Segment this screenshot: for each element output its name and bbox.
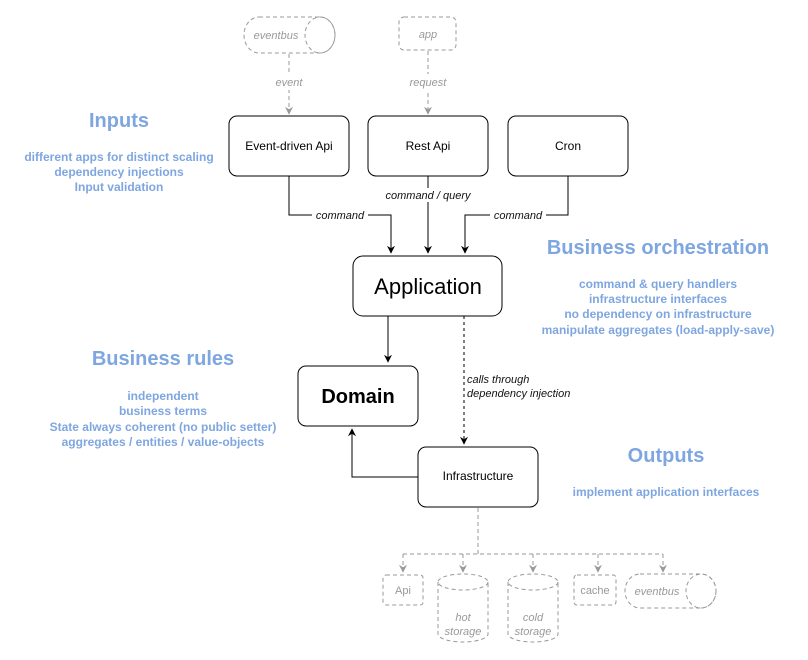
rest-api-node: Rest Api — [367, 115, 489, 177]
business-orchestration-section: Business orchestration command & query h… — [542, 237, 775, 337]
hot-storage-label-2: storage — [445, 626, 482, 638]
eventbus-out-label: eventbus — [635, 586, 680, 598]
business-orchestration-line-3: no dependency on infrastructure — [564, 307, 752, 321]
api-out-node: Api — [382, 574, 424, 606]
api-out-label: Api — [395, 585, 411, 597]
inputs-line-1: different apps for distinct scaling — [24, 150, 213, 164]
command-query-label: command / query — [386, 190, 472, 202]
event-edge-label: event — [276, 77, 304, 89]
rest-api-label: Rest Api — [406, 139, 451, 153]
business-orchestration-title: Business orchestration — [547, 237, 769, 259]
outputs-section: Outputs implement application interfaces — [573, 445, 760, 499]
outputs-line-1: implement application interfaces — [573, 485, 760, 499]
dependency-injection-label: dependency injection — [467, 388, 570, 400]
inputs-line-2: dependency injections — [54, 165, 184, 179]
event-label-bg — [268, 74, 310, 90]
cron-label: Cron — [555, 139, 581, 153]
hot-storage-label-1: hot — [455, 612, 471, 624]
command-query-label-bg — [380, 188, 476, 202]
command-right-label-bg — [490, 208, 546, 222]
eventbus-source: eventbus — [243, 16, 336, 54]
business-orchestration-line-4: manipulate aggregates (load-apply-save) — [542, 323, 775, 337]
event-driven-api-node: Event-driven Api — [228, 115, 350, 177]
command-right-label: command — [494, 210, 543, 222]
inputs-line-3: Input validation — [75, 180, 164, 194]
app-source: app — [398, 16, 457, 51]
cron-node: Cron — [507, 115, 629, 177]
application-label: Application — [374, 274, 482, 299]
command-left-label: command — [316, 210, 365, 222]
business-orchestration-line-2: infrastructure interfaces — [589, 292, 727, 306]
app-source-label: app — [419, 29, 437, 41]
inputs-section: Inputs different apps for distinct scali… — [24, 110, 213, 194]
cold-storage-label-1: cold — [523, 612, 544, 624]
app-source-shape — [398, 16, 457, 51]
domain-node: Domain — [297, 365, 419, 427]
cold-storage-node: cold storage — [507, 573, 559, 643]
command-left-label-bg — [312, 208, 368, 222]
business-rules-line-3: State always coherent (no public setter) — [50, 420, 277, 434]
eventbus-out-node: eventbus — [624, 573, 717, 609]
business-rules-title: Business rules — [92, 348, 234, 370]
business-rules-line-4: aggregates / entities / value-objects — [62, 435, 265, 449]
infrastructure-domain-edge — [348, 428, 418, 478]
inputs-title: Inputs — [89, 110, 149, 132]
business-rules-line-1: independent — [127, 389, 198, 403]
application-node: Application — [352, 255, 503, 317]
eventbus-source-cap — [304, 16, 336, 54]
event-driven-api-label: Event-driven Api — [245, 139, 332, 153]
cold-storage-label-2: storage — [515, 626, 552, 638]
domain-label: Domain — [321, 386, 394, 408]
eventbus-source-label: eventbus — [254, 30, 299, 42]
request-label-bg — [402, 74, 454, 90]
infrastructure-label: Infrastructure — [443, 469, 514, 483]
business-rules-section: Business rules independent business term… — [50, 348, 277, 449]
eventbus-source-shape — [243, 16, 336, 54]
cache-label: cache — [580, 585, 609, 597]
calls-through-label: calls through — [467, 374, 529, 386]
outputs-title: Outputs — [628, 445, 705, 467]
request-edge-label: request — [410, 77, 448, 89]
business-rules-line-2: business terms — [119, 404, 207, 418]
hot-storage-node: hot storage — [437, 573, 489, 643]
cache-node: cache — [573, 574, 617, 606]
business-orchestration-line-1: command & query handlers — [579, 277, 737, 291]
infrastructure-node: Infrastructure — [417, 446, 539, 508]
